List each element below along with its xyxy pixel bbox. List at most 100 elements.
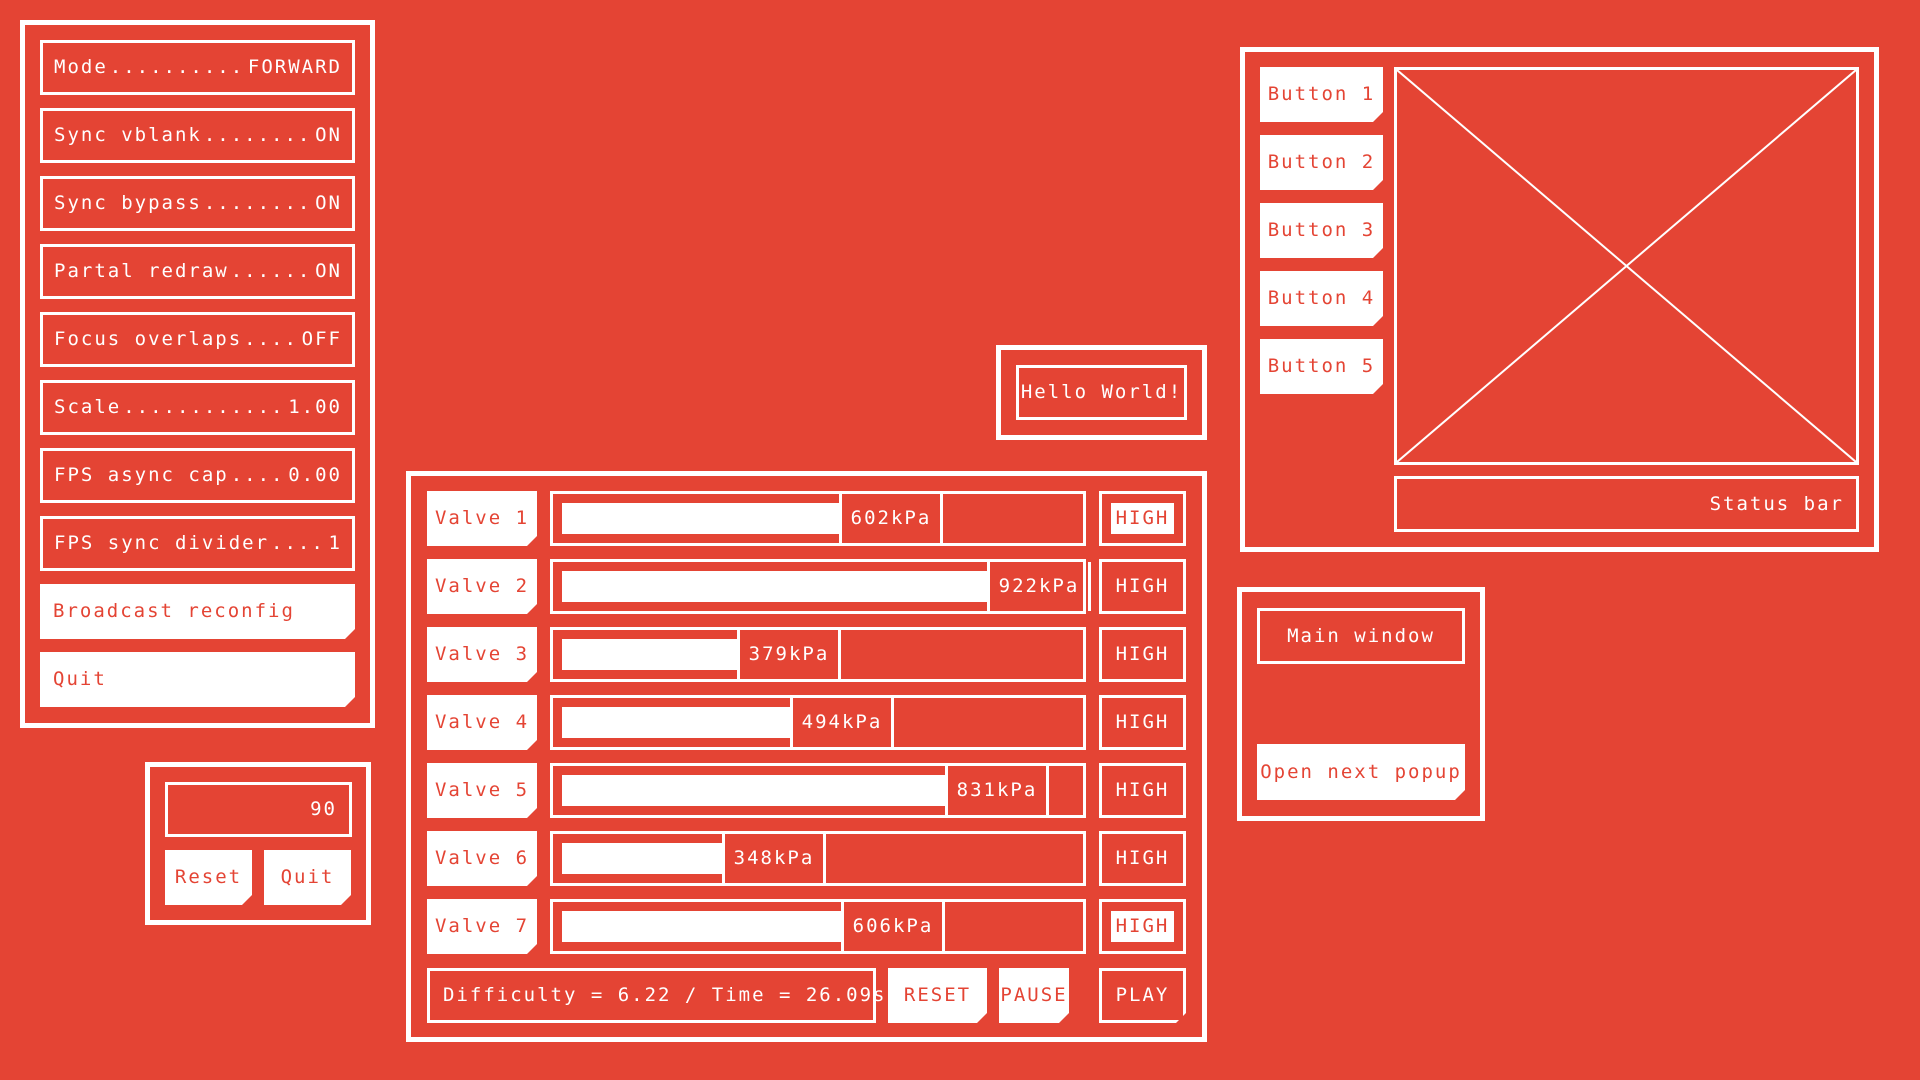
menu-item-leader	[110, 58, 246, 77]
menu-item-value: FORWARD	[247, 56, 342, 78]
valve-pressure-bar[interactable]: 922kPa	[550, 559, 1091, 614]
valve-high-label: HIGH	[1111, 911, 1174, 942]
placeholder-cross-icon	[1397, 70, 1856, 462]
valve-button[interactable]: Valve 4	[427, 695, 537, 750]
menu-item-5[interactable]: Scale 1.00	[40, 380, 355, 435]
valve-button[interactable]: Valve 2	[427, 559, 537, 614]
valve-pressure-fill	[562, 775, 945, 806]
valve-pressure-fill	[562, 707, 790, 738]
reset-game-button[interactable]: RESET	[888, 968, 987, 1023]
valve-high-label: HIGH	[1115, 779, 1170, 801]
window-button-2[interactable]: Button 2	[1260, 135, 1383, 190]
menu-item-label: Partal redraw	[54, 260, 229, 282]
window-button-3[interactable]: Button 3	[1260, 203, 1383, 258]
settings-menu-panel	[20, 20, 375, 728]
valve-pressure-bar[interactable]: 606kPa	[550, 899, 1086, 954]
menu-item-leader	[204, 194, 313, 213]
valve-pressure-bar[interactable]: 379kPa	[550, 627, 1086, 682]
hello-world-button[interactable]: Hello World!	[1016, 365, 1187, 420]
menu-item-4[interactable]: Focus overlaps OFF	[40, 312, 355, 367]
valve-pressure-bar[interactable]: 831kPa	[550, 763, 1086, 818]
valve-button[interactable]: Valve 5	[427, 763, 537, 818]
window-button-1[interactable]: Button 1	[1260, 67, 1383, 122]
play-button[interactable]: PLAY	[1099, 968, 1186, 1023]
menu-item-1[interactable]: Sync vblank ON	[40, 108, 355, 163]
menu-item-label: Focus overlaps	[54, 328, 243, 350]
menu-item-7[interactable]: FPS sync divider 1	[40, 516, 355, 571]
valve-high-toggle[interactable]: HIGH	[1099, 763, 1186, 818]
menu-item-value: 1	[328, 532, 342, 554]
menu-item-value: ON	[315, 260, 342, 282]
popup-title: Main window	[1257, 608, 1465, 664]
pause-button[interactable]: PAUSE	[999, 968, 1069, 1023]
menu-item-label: Sync bypass	[54, 192, 202, 214]
menu-item-leader	[271, 534, 327, 553]
menu-item-0[interactable]: Mode FORWARD	[40, 40, 355, 95]
open-next-popup-button[interactable]: Open next popup	[1257, 744, 1465, 800]
menu-item-3[interactable]: Partal redraw ON	[40, 244, 355, 299]
popup-panel	[1237, 587, 1485, 821]
valve-pressure-label: 606kPa	[841, 902, 945, 951]
valve-high-label: HIGH	[1115, 643, 1170, 665]
valve-pressure-fill	[562, 843, 722, 874]
valve-high-label: HIGH	[1115, 847, 1170, 869]
valve-high-toggle[interactable]: HIGH	[1099, 831, 1186, 886]
hello-panel	[996, 345, 1207, 440]
valve-pressure-label: 348kPa	[722, 834, 826, 883]
menu-item-leader	[231, 466, 287, 485]
menu-item-label: Scale	[54, 396, 122, 418]
menu-item-value: OFF	[301, 328, 342, 350]
menu-item-leader	[204, 126, 313, 145]
valve-high-toggle[interactable]: HIGH	[1099, 559, 1186, 614]
status-bar: Status bar	[1394, 476, 1859, 532]
valve-pressure-label: 831kPa	[945, 766, 1049, 815]
valve-button[interactable]: Valve 7	[427, 899, 537, 954]
valves-panel	[406, 471, 1207, 1042]
valve-high-label: HIGH	[1115, 575, 1170, 597]
menu-item-value: ON	[315, 124, 342, 146]
valve-high-toggle[interactable]: HIGH	[1099, 491, 1186, 546]
valve-high-label: HIGH	[1111, 503, 1174, 534]
menu-item-label: FPS sync divider	[54, 532, 270, 554]
window-demo-panel	[1240, 47, 1879, 552]
valve-pressure-label: 602kPa	[839, 494, 943, 543]
valve-pressure-bar[interactable]: 602kPa	[550, 491, 1086, 546]
valve-button[interactable]: Valve 6	[427, 831, 537, 886]
image-placeholder	[1394, 67, 1859, 465]
window-button-5[interactable]: Button 5	[1260, 339, 1383, 394]
counter-quit-button[interactable]: Quit	[264, 850, 351, 905]
broadcast-reconfig-button[interactable]: Broadcast reconfig	[40, 584, 355, 639]
valve-high-label: HIGH	[1115, 711, 1170, 733]
menu-item-value: 0.00	[288, 464, 342, 486]
valve-pressure-label: 494kPa	[790, 698, 894, 747]
counter-reset-button[interactable]: Reset	[165, 850, 252, 905]
valve-high-toggle[interactable]: HIGH	[1099, 627, 1186, 682]
valve-button[interactable]: Valve 3	[427, 627, 537, 682]
valve-pressure-label: 922kPa	[987, 562, 1091, 611]
valve-pressure-label: 379kPa	[737, 630, 841, 679]
menu-item-leader	[231, 262, 313, 281]
menu-item-leader	[123, 398, 286, 417]
difficulty-status: Difficulty = 6.22 / Time = 26.09s	[427, 968, 885, 1023]
counter-panel	[145, 762, 371, 925]
valve-high-toggle[interactable]: HIGH	[1099, 899, 1186, 954]
menu-item-label: FPS async cap	[54, 464, 229, 486]
menu-item-label: Sync vblank	[54, 124, 202, 146]
valve-button[interactable]: Valve 1	[427, 491, 537, 546]
quit-button[interactable]: Quit	[40, 652, 355, 707]
valve-high-toggle[interactable]: HIGH	[1099, 695, 1186, 750]
menu-item-value: 1.00	[288, 396, 342, 418]
menu-item-6[interactable]: FPS async cap 0.00	[40, 448, 355, 503]
window-button-4[interactable]: Button 4	[1260, 271, 1383, 326]
valve-pressure-fill	[562, 639, 737, 670]
valve-pressure-fill	[562, 571, 987, 602]
menu-item-value: ON	[315, 192, 342, 214]
valve-pressure-bar[interactable]: 494kPa	[550, 695, 1086, 750]
counter-value-field[interactable]: 90	[165, 782, 352, 837]
valve-pressure-fill	[562, 503, 839, 534]
menu-item-label: Mode	[54, 56, 108, 78]
menu-item-2[interactable]: Sync bypass ON	[40, 176, 355, 231]
menu-item-leader	[244, 330, 300, 349]
valve-pressure-bar[interactable]: 348kPa	[550, 831, 1086, 886]
valve-pressure-fill	[562, 911, 841, 942]
